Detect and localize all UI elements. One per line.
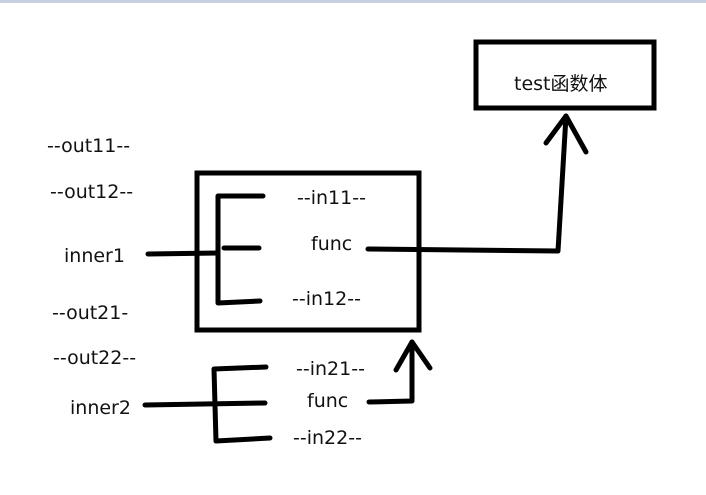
inner2-label: inner2 [70,397,131,419]
test-function-body-node: test函数体 [473,39,657,111]
inner2-group: inner2 --in21-- func --in22-- [70,358,365,449]
in12-label: --in12-- [292,288,361,310]
in11-label: --in11-- [297,187,366,209]
out11-label: --out11-- [47,135,130,157]
inner1-bracket [215,193,266,306]
inner1-group: inner1 --in11-- func --in12-- [64,170,422,333]
out22-label: --out22-- [53,347,136,369]
inner2-connector [142,400,268,408]
out21-label: --out21- [52,302,128,324]
inner1-func-to-test-arrow [365,113,589,254]
window-top-border [0,0,706,3]
out12-label: --out12-- [50,181,133,203]
in22-label: --in22-- [293,427,362,449]
arrow-head-icon [543,113,589,155]
inner2-func-to-inner1-arrow [366,339,433,405]
arrow-head-icon [393,339,433,373]
inner2-func-label: func [307,390,348,412]
test-function-body-box [473,39,657,111]
inner1-connector [145,250,221,257]
arrow-line [366,339,415,405]
inner2-bracket [211,364,273,444]
test-function-body-label: test函数体 [514,73,608,95]
inner1-label: inner1 [64,245,125,267]
arrow-line [365,113,569,254]
in21-label: --in21-- [296,358,365,380]
inner1-func-label: func [311,233,352,255]
